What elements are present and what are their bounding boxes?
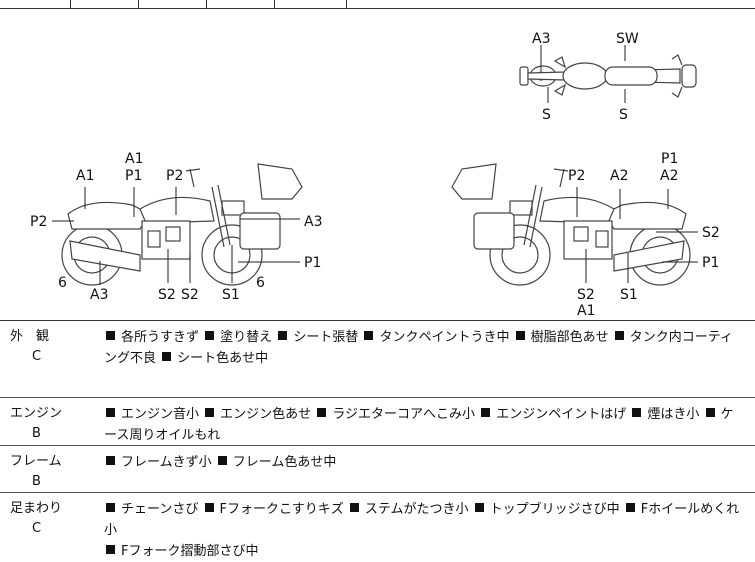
row-category: 外 観 C	[10, 327, 74, 367]
diagram-label: S2	[158, 287, 176, 303]
diagram-label: S	[619, 107, 628, 123]
condition-item: 煙はき小	[630, 407, 699, 422]
top-view-motorcycle-illustration	[519, 54, 697, 98]
diagram-label: A1	[577, 303, 595, 319]
condition-item: シート色あせ中	[160, 351, 268, 366]
diagram-label: A1	[125, 151, 143, 167]
category-grade: C	[32, 521, 42, 536]
category-name: 外 観	[10, 329, 50, 344]
condition-item: 各所うすきず	[104, 330, 199, 345]
condition-item: タンク内コーティング不良	[104, 330, 734, 366]
diagram-label: P2	[166, 168, 183, 184]
row-items: 各所うすきず 塗り替え シート張替 タンクペイントうき中 樹脂部色あせ タンク内…	[104, 327, 744, 369]
diagram-label: A1	[76, 168, 94, 184]
diagram-label: S2	[577, 287, 595, 303]
diagram-label: S2	[181, 287, 199, 303]
diagram-label: P2	[568, 168, 585, 184]
diagram-label: S1	[222, 287, 240, 303]
condition-row-suspension: 足まわり C チェーンさび Fフォークこすりキズ ステムがたつき小 トップブリッ…	[0, 493, 755, 562]
top-table-strip	[0, 0, 755, 9]
condition-item: エンジンペイントはげ	[479, 407, 626, 422]
strip-cell	[0, 0, 71, 8]
strip-cell	[206, 0, 275, 8]
row-items: チェーンさび Fフォークこすりキズ ステムがたつき小 トップブリッジさび中 Fホ…	[104, 499, 744, 562]
category-grade: B	[32, 474, 41, 489]
strip-cell	[274, 0, 347, 8]
category-name: エンジン	[10, 406, 63, 421]
diagram-label: P1	[125, 168, 142, 184]
condition-item: フレームきず小	[104, 455, 212, 470]
diagram-label: S1	[620, 287, 638, 303]
diagram-label: P1	[661, 151, 678, 167]
condition-item: ケース周りオイルもれ	[104, 407, 734, 443]
row-category: エンジン B	[10, 404, 74, 444]
diagram-label: P1	[304, 255, 321, 271]
condition-item: シート張替	[276, 330, 358, 345]
condition-item: ラジエターコアへこみ小	[315, 407, 475, 422]
diagram-label: S2	[702, 225, 720, 241]
category-grade: C	[32, 349, 42, 364]
leader-lines	[52, 45, 698, 285]
category-name: フレーム	[10, 454, 62, 469]
motorcycle-diagram: A3 SW S S A1 P1 A1 P2 P2 A3 P1 6 A3 S2 S…	[30, 31, 720, 319]
condition-row-engine: エンジン B エンジン音小 エンジン色あせ ラジエターコアへこみ小 エンジンペイ…	[0, 398, 755, 446]
condition-item: エンジン色あせ	[203, 407, 311, 422]
condition-row-frame: フレーム B フレームきず小 フレーム色あせ中	[0, 446, 755, 493]
condition-item: トップブリッジさび中	[473, 502, 620, 517]
category-grade: B	[32, 426, 41, 441]
left-side-view-motorcycle-illustration	[61, 163, 303, 286]
condition-item: 塗り替え	[203, 330, 272, 345]
strip-cell	[138, 0, 207, 8]
diagram-label: A2	[610, 168, 628, 184]
condition-item: チェーンさび	[104, 502, 198, 517]
condition-item: タンクペイントうき中	[362, 330, 509, 345]
condition-row-exterior: 外 観 C 各所うすきず 塗り替え シート張替 タンクペイントうき中 樹脂部色あ…	[0, 321, 755, 398]
strip-cell	[70, 0, 139, 8]
row-category: 足まわり C	[10, 499, 74, 539]
diagram-label: A2	[660, 168, 678, 184]
condition-item: フレーム色あせ中	[216, 455, 336, 470]
condition-item: エンジン音小	[104, 407, 199, 422]
diagram-label: SW	[616, 31, 639, 47]
right-side-view-motorcycle-illustration	[451, 163, 691, 286]
diagram-label: P2	[30, 214, 47, 230]
diagram-label: A3	[304, 214, 322, 230]
row-category: フレーム B	[10, 452, 74, 492]
row-items: エンジン音小 エンジン色あせ ラジエターコアへこみ小 エンジンペイントはげ 煙は…	[104, 404, 744, 446]
condition-item: Fフォーク摺動部さび中	[104, 544, 258, 559]
diagram-label: S	[542, 107, 551, 123]
motorcycle-diagram-area: A3 SW S S A1 P1 A1 P2 P2 A3 P1 6 A3 S2 S…	[0, 9, 755, 320]
diagram-label: P1	[702, 255, 719, 271]
condition-table: 外 観 C 各所うすきず 塗り替え シート張替 タンクペイントうき中 樹脂部色あ…	[0, 320, 755, 562]
diagram-label: A3	[532, 31, 550, 47]
diagram-label: 6	[256, 275, 265, 291]
condition-item: Fフォークこすりキズ	[203, 502, 344, 517]
diagram-label: A3	[90, 287, 108, 303]
condition-item: ステムがたつき小	[348, 502, 468, 517]
diagram-label: 6	[58, 275, 67, 291]
category-name: 足まわり	[10, 501, 63, 516]
condition-item: 樹脂部色あせ	[514, 330, 609, 345]
condition-item: Fホイールめくれ小	[104, 502, 740, 538]
row-items: フレームきず小 フレーム色あせ中	[104, 452, 744, 473]
